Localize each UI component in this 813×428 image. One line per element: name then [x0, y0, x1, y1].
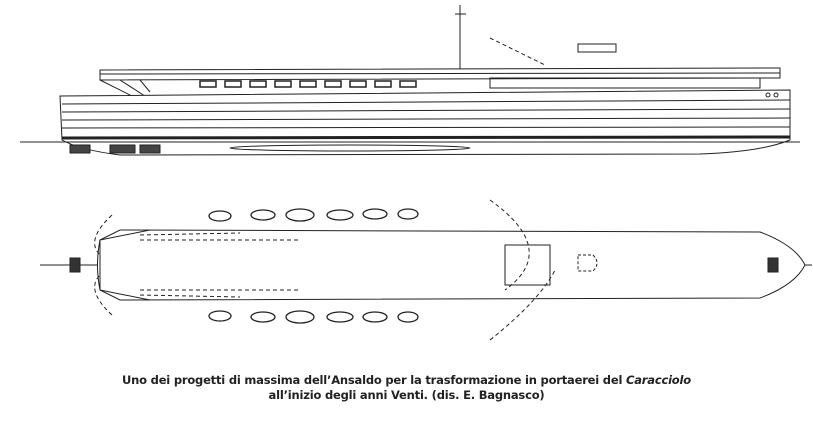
plan-view	[40, 199, 812, 341]
caption-line-2: all’inizio degli anni Venti. (dis. E. Ba…	[268, 388, 545, 402]
caption-text: Uno dei progetti di massima dell’Ansaldo…	[122, 373, 623, 387]
caption-line-1: Uno dei progetti di massima dell’Ansaldo…	[0, 373, 813, 387]
ship-name: Caracciolo	[626, 373, 691, 387]
side-profile-view	[20, 5, 800, 156]
